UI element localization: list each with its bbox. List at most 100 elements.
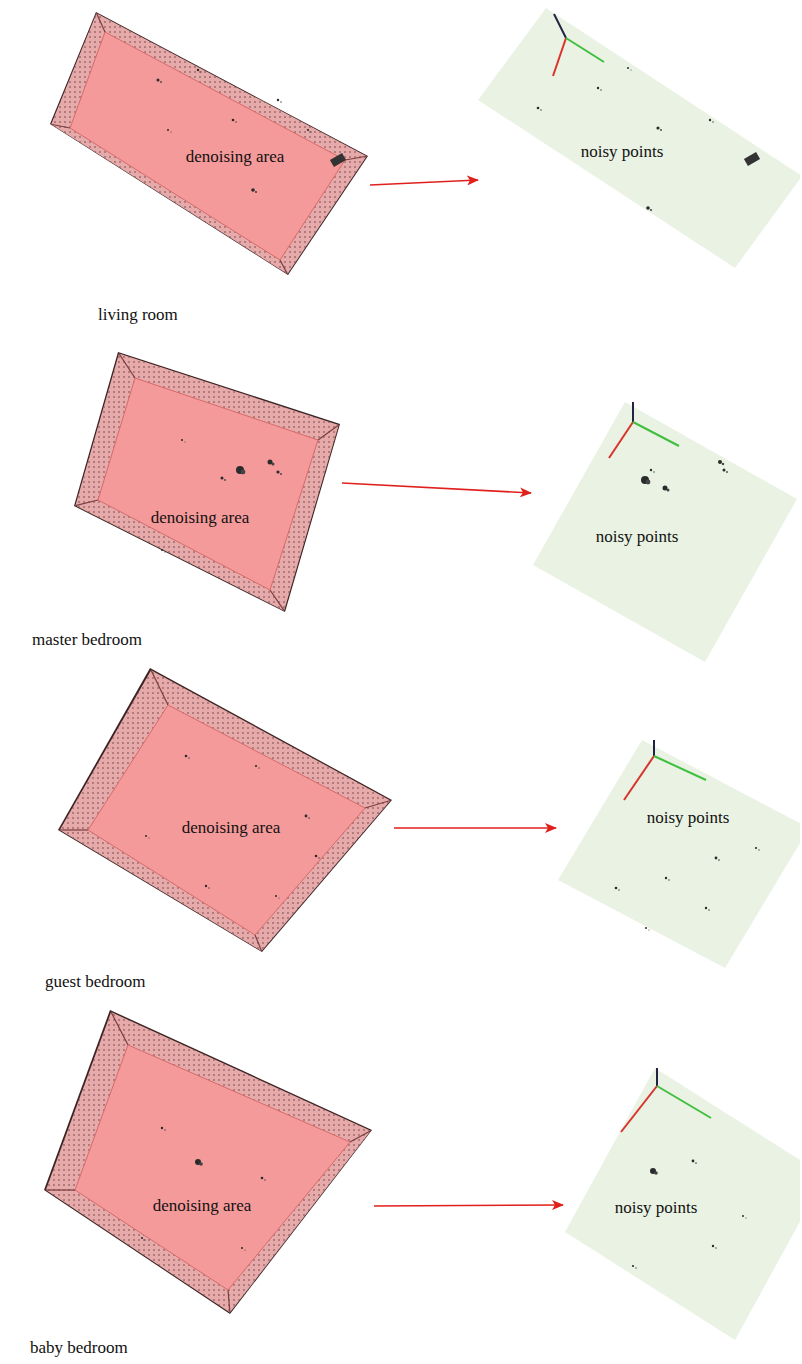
noise-point (635, 1267, 636, 1268)
noise-point (276, 470, 279, 473)
noise-point (205, 885, 207, 887)
noise-point (280, 473, 282, 475)
area-label: denoising area (186, 147, 285, 167)
point-plane (558, 740, 800, 968)
noise-point (275, 895, 277, 897)
noise-point (280, 101, 281, 102)
noise-point (630, 69, 631, 70)
noise-point (758, 849, 759, 850)
room-name: living room (98, 305, 178, 325)
wall-edge (270, 590, 284, 611)
denoising-floor (88, 705, 365, 935)
axis-y (654, 756, 706, 780)
axis-z (554, 14, 566, 38)
room-outline (74, 352, 340, 612)
noise-point (742, 1215, 744, 1217)
room-walls (46, 1012, 371, 1313)
points-label: noisy points (596, 527, 679, 547)
noise-point (618, 889, 620, 891)
noise-point (718, 460, 722, 464)
noise-point (264, 1179, 266, 1181)
noise-point (597, 87, 599, 89)
wall-edge (365, 800, 390, 808)
noise-point (305, 815, 308, 818)
noise-point (318, 857, 320, 859)
noise-point (653, 471, 654, 472)
wall-edge (51, 124, 70, 128)
noise-point (615, 887, 618, 890)
wall-edge (350, 1131, 371, 1142)
noise-point (315, 855, 318, 858)
noise-point (712, 1245, 714, 1247)
noise-point (712, 121, 713, 122)
noise-point (255, 191, 257, 193)
noise-point (255, 765, 257, 767)
noise-point (656, 126, 659, 129)
noise-point (197, 69, 199, 71)
noise-point (208, 887, 209, 888)
room-outline (58, 668, 392, 952)
noise-point (244, 1249, 245, 1250)
room-walls (51, 13, 366, 274)
wall-edge (46, 1189, 75, 1190)
room-outline (50, 12, 368, 275)
room-point-cloud: denoising area (42, 1008, 374, 1316)
denoising-floor (98, 378, 318, 590)
noise-point (708, 909, 709, 910)
noise-point (145, 835, 147, 837)
noise-point (200, 71, 201, 72)
denoising-floor (70, 32, 345, 260)
room-point-cloud: denoising area (72, 350, 342, 614)
noise-point (161, 549, 163, 551)
plane-illustration (478, 8, 800, 268)
points-label: noisy points (581, 142, 664, 162)
noise-point (310, 131, 311, 132)
noise-point (251, 188, 255, 192)
noise-point (181, 439, 183, 441)
room-name: guest bedroom (45, 972, 146, 992)
room-illustration (56, 666, 394, 954)
noise-point (723, 469, 726, 472)
noise-point (170, 131, 171, 132)
noise-point (627, 67, 629, 69)
wall-points (46, 1012, 371, 1313)
point-plane (533, 402, 797, 662)
noise-point (141, 1237, 143, 1239)
noise-point (199, 1162, 203, 1166)
wall-edge (119, 354, 135, 378)
room-walls (75, 354, 338, 611)
area-label: denoising area (153, 1196, 252, 1216)
noise-point (261, 1177, 264, 1180)
axis-y (566, 38, 604, 62)
flow-arrow (394, 827, 556, 829)
noise-point (164, 551, 165, 552)
noisy-point-plane: noisy points (556, 738, 800, 970)
noise-point (540, 109, 542, 111)
noise-point (277, 99, 279, 101)
noise-cluster (330, 153, 346, 167)
noisy-point-plane: noisy points (478, 8, 800, 268)
wall-points (51, 13, 366, 274)
noise-point (600, 89, 601, 90)
area-label: denoising area (182, 818, 281, 838)
flow-arrow (374, 1205, 563, 1206)
noise-point (715, 857, 718, 860)
noise-point (645, 927, 647, 929)
denoising-floor (75, 1045, 350, 1290)
noise-point (718, 859, 720, 861)
room-walls (60, 670, 391, 951)
point-plane (565, 1068, 800, 1340)
axis-x (553, 38, 566, 76)
noise-point (258, 767, 259, 768)
noise-point (650, 469, 652, 471)
noise-cluster (744, 152, 760, 166)
axis-z (632, 402, 634, 422)
noise-point (167, 129, 169, 131)
noise-point (272, 463, 275, 466)
noisy-point-plane: noisy points (563, 1066, 800, 1342)
wall-edge (345, 156, 367, 160)
room-point-cloud: denoising area (48, 10, 370, 278)
wall-edge (75, 500, 98, 506)
noise-point (241, 1247, 243, 1249)
